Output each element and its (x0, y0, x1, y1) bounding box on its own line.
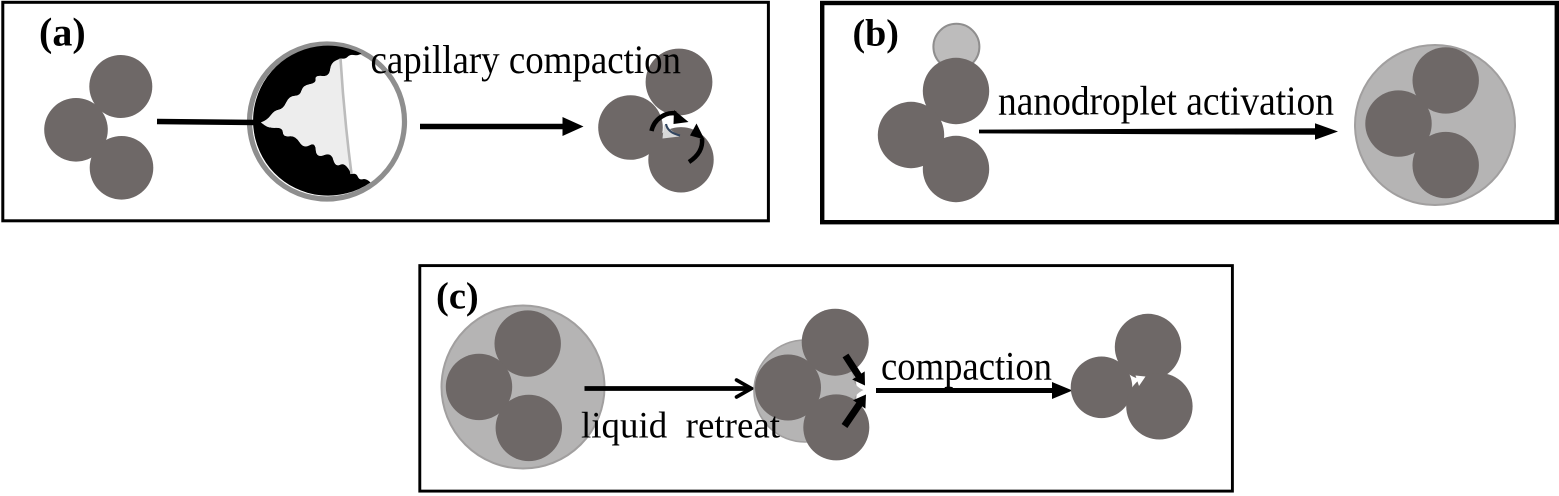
svg-text:nanodroplet activation: nanodroplet activation (998, 78, 1334, 124)
svg-text:(c): (c) (436, 276, 479, 318)
svg-text:compaction: compaction (881, 343, 1052, 388)
svg-text:(a): (a) (39, 10, 86, 55)
svg-text:capillary compaction: capillary compaction (371, 37, 682, 82)
svg-text:liquid retreat: liquid retreat (581, 406, 781, 447)
svg-text:(b): (b) (853, 12, 899, 54)
